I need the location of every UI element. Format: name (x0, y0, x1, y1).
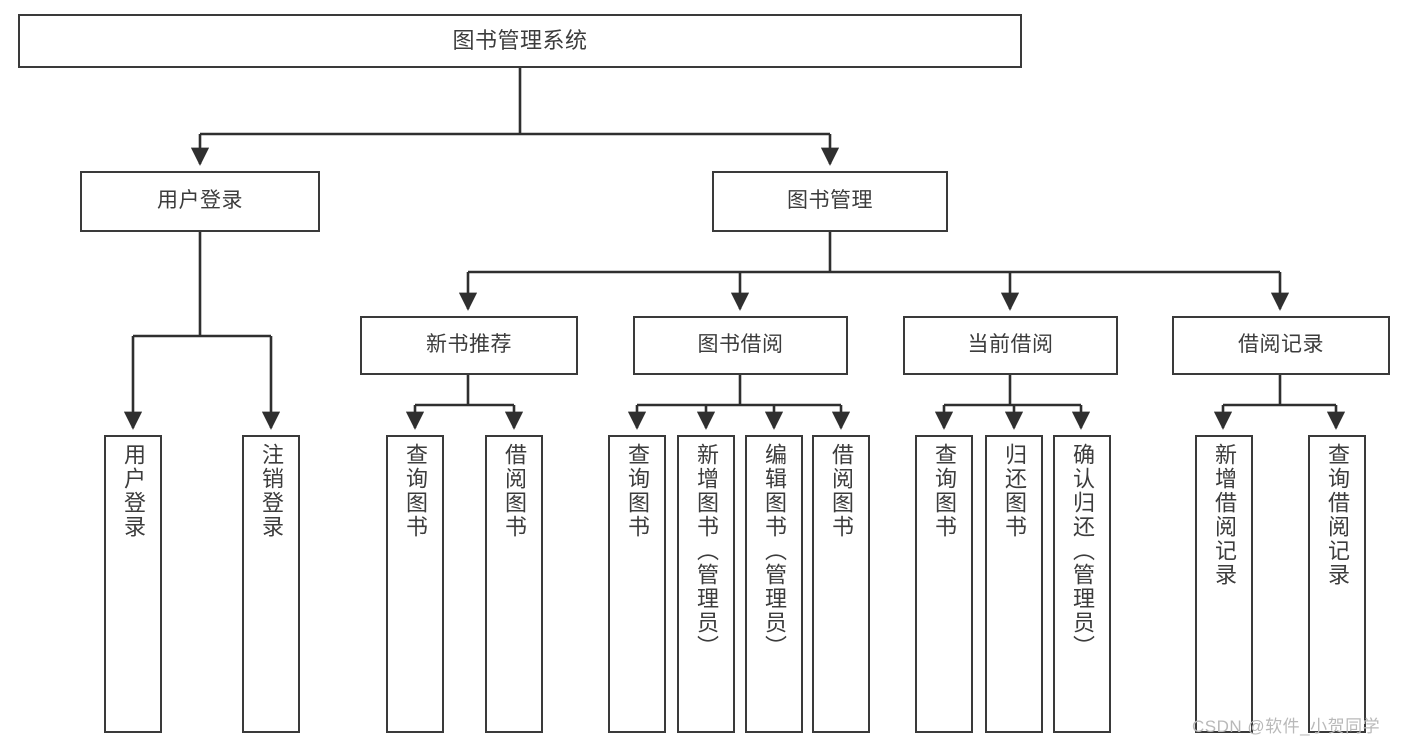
node-label: 新增图书（管理员） (694, 443, 719, 659)
node-current-borrow[interactable]: 当前借阅 (903, 316, 1118, 375)
node-label: 当前借阅 (967, 333, 1054, 357)
node-label: 查询图书 (932, 443, 957, 539)
leaf-newbook-borrow-book[interactable]: 借阅图书 (485, 435, 543, 733)
leaf-currentborrow-query-book[interactable]: 查询图书 (915, 435, 973, 733)
node-label: 编辑图书（管理员） (762, 443, 787, 659)
node-label: 图书管理 (787, 189, 873, 213)
node-label: 新增借阅记录 (1212, 443, 1237, 587)
leaf-newbook-query-book[interactable]: 查询图书 (386, 435, 444, 733)
node-label: 查询借阅记录 (1325, 443, 1350, 587)
node-label: 新书推荐 (426, 333, 512, 357)
node-book-borrow[interactable]: 图书借阅 (633, 316, 848, 375)
node-label: 图书借阅 (697, 333, 784, 357)
leaf-bookborrow-add-book-admin[interactable]: 新增图书（管理员） (677, 435, 735, 733)
leaf-user-login[interactable]: 用户登录 (104, 435, 162, 733)
csdn-watermark: CSDN @软件_小贺同学 (1192, 717, 1381, 736)
node-borrow-record[interactable]: 借阅记录 (1172, 316, 1390, 375)
node-book-management[interactable]: 图书管理 (712, 171, 948, 232)
leaf-logout[interactable]: 注销登录 (242, 435, 300, 733)
leaf-currentborrow-confirm-return-admin[interactable]: 确认归还（管理员） (1053, 435, 1111, 733)
node-new-book-recommend[interactable]: 新书推荐 (360, 316, 578, 375)
node-label: 注销登录 (259, 443, 284, 539)
leaf-currentborrow-return-book[interactable]: 归还图书 (985, 435, 1043, 733)
node-label: 用户登录 (121, 443, 146, 539)
node-user-login[interactable]: 用户登录 (80, 171, 320, 232)
node-label: 用户登录 (157, 189, 243, 213)
leaf-borrowrecord-add-record[interactable]: 新增借阅记录 (1195, 435, 1253, 733)
node-label: 确认归还（管理员） (1070, 443, 1095, 659)
node-label: 借阅图书 (829, 443, 854, 539)
leaf-bookborrow-query-book[interactable]: 查询图书 (608, 435, 666, 733)
leaf-borrowrecord-query-record[interactable]: 查询借阅记录 (1308, 435, 1366, 733)
node-root-system[interactable]: 图书管理系统 (18, 14, 1022, 68)
node-label: 借阅图书 (502, 443, 527, 539)
node-label: 借阅记录 (1238, 333, 1324, 357)
leaf-bookborrow-borrow-book[interactable]: 借阅图书 (812, 435, 870, 733)
node-label: 查询图书 (625, 443, 650, 539)
node-label: 查询图书 (403, 443, 428, 539)
leaf-bookborrow-edit-book-admin[interactable]: 编辑图书（管理员） (745, 435, 803, 733)
node-label: 归还图书 (1002, 443, 1027, 539)
node-label: 图书管理系统 (452, 28, 588, 54)
